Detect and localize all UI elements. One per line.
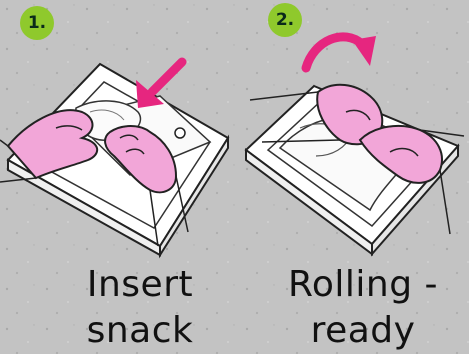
step-2-caption-line-2: ready [258,308,468,354]
step-1-caption-line-1: Insert [40,262,240,308]
step-1-badge: 1. [20,6,54,40]
step-2-caption-line-1: Rolling - [258,262,468,308]
step-1-caption: Insert snack [40,262,240,354]
step-2-caption: Rolling - ready [258,262,468,354]
step-1-caption-line-2: snack [40,308,240,354]
step-2-badge: 2. [268,3,302,37]
